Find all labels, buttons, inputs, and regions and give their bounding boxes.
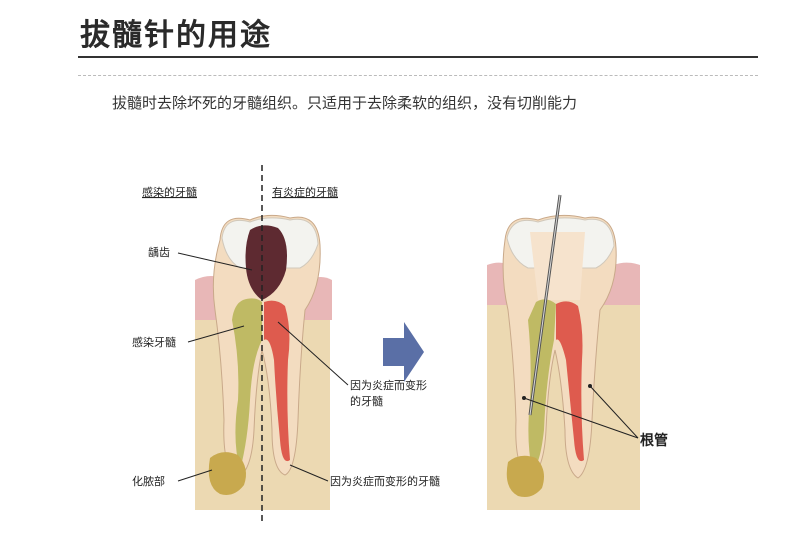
deformed-bottom-leader-line bbox=[289, 464, 329, 482]
root-canal-dot-1 bbox=[522, 396, 526, 400]
title-underline bbox=[78, 56, 758, 58]
left-tooth-illustration bbox=[195, 165, 332, 525]
right-tooth-illustration bbox=[487, 194, 640, 510]
header-inflamed-pulp: 有炎症的牙髓 bbox=[272, 185, 338, 199]
label-deformed-bottom: 因为炎症而变形的牙髓 bbox=[330, 474, 440, 488]
root-canal-dot-2 bbox=[588, 384, 592, 388]
dashed-divider bbox=[78, 75, 758, 76]
right-arrow-icon bbox=[383, 322, 424, 382]
label-pus: 化脓部 bbox=[132, 474, 165, 488]
page-title: 拔髓针的用途 bbox=[80, 18, 272, 53]
label-root-canal: 根管 bbox=[640, 432, 668, 449]
root-canal-leader-line-1 bbox=[523, 397, 639, 439]
label-deformed-pulp-line1: 因为炎症而变形 bbox=[350, 378, 427, 392]
label-infected-pulp: 感染牙髓 bbox=[132, 335, 176, 349]
page-subtitle: 拔髓时去除坏死的牙髓组织。只适用于去除柔软的组织，没有切削能力 bbox=[112, 94, 578, 112]
label-deformed-pulp-line2: 的牙髓 bbox=[350, 394, 383, 408]
label-caries: 龋齿 bbox=[148, 245, 170, 259]
header-infected-pulp: 感染的牙髓 bbox=[142, 185, 197, 199]
root-canal-leader-line-2 bbox=[589, 385, 639, 439]
infected-pulp-leader-line bbox=[187, 325, 245, 343]
caries-leader-line bbox=[177, 252, 253, 271]
pus-leader-line bbox=[177, 469, 213, 482]
deformed-pulp-leader-line bbox=[277, 321, 349, 386]
